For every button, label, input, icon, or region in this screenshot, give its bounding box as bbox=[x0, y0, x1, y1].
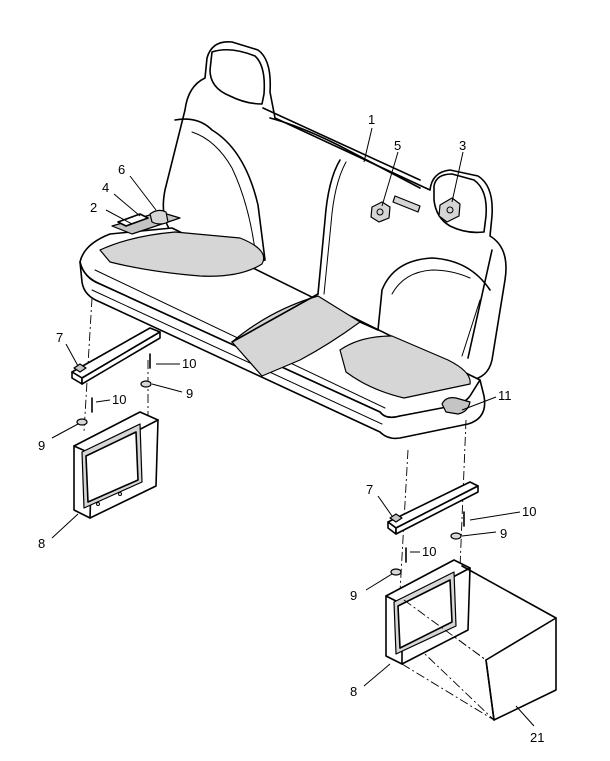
callout-21: 21 bbox=[530, 730, 544, 745]
callout-labels: 1 2 3 4 5 6 7 10 9 10 9 8 11 7 10 9 10 9… bbox=[38, 112, 544, 745]
callout-2: 2 bbox=[90, 200, 97, 215]
callout-8-left: 8 bbox=[38, 536, 45, 551]
callout-1: 1 bbox=[368, 112, 375, 127]
callout-10-right-upper: 10 bbox=[522, 504, 536, 519]
seat-back bbox=[162, 41, 507, 381]
callout-6: 6 bbox=[118, 162, 125, 177]
callout-9-left-upper: 9 bbox=[186, 386, 193, 401]
callout-9-left-lower: 9 bbox=[38, 438, 45, 453]
right-bracket-assembly bbox=[385, 481, 479, 665]
leader-lines bbox=[51, 127, 535, 727]
callout-8-right: 8 bbox=[350, 684, 357, 699]
callout-9-right-upper: 9 bbox=[500, 526, 507, 541]
seat-cushion bbox=[79, 209, 486, 440]
callout-11: 11 bbox=[498, 388, 512, 403]
callout-5: 5 bbox=[394, 138, 401, 153]
callout-10-left-upper: 10 bbox=[182, 356, 196, 371]
storage-box bbox=[401, 565, 557, 721]
callout-7-left: 7 bbox=[56, 330, 63, 345]
callout-10-left-lower: 10 bbox=[112, 392, 126, 407]
callout-3: 3 bbox=[459, 138, 466, 153]
callout-7-right: 7 bbox=[366, 482, 373, 497]
callout-4: 4 bbox=[102, 180, 109, 195]
callout-10-right-lower: 10 bbox=[422, 544, 436, 559]
left-bracket-assembly bbox=[71, 327, 161, 519]
callout-9-right-lower: 9 bbox=[350, 588, 357, 603]
